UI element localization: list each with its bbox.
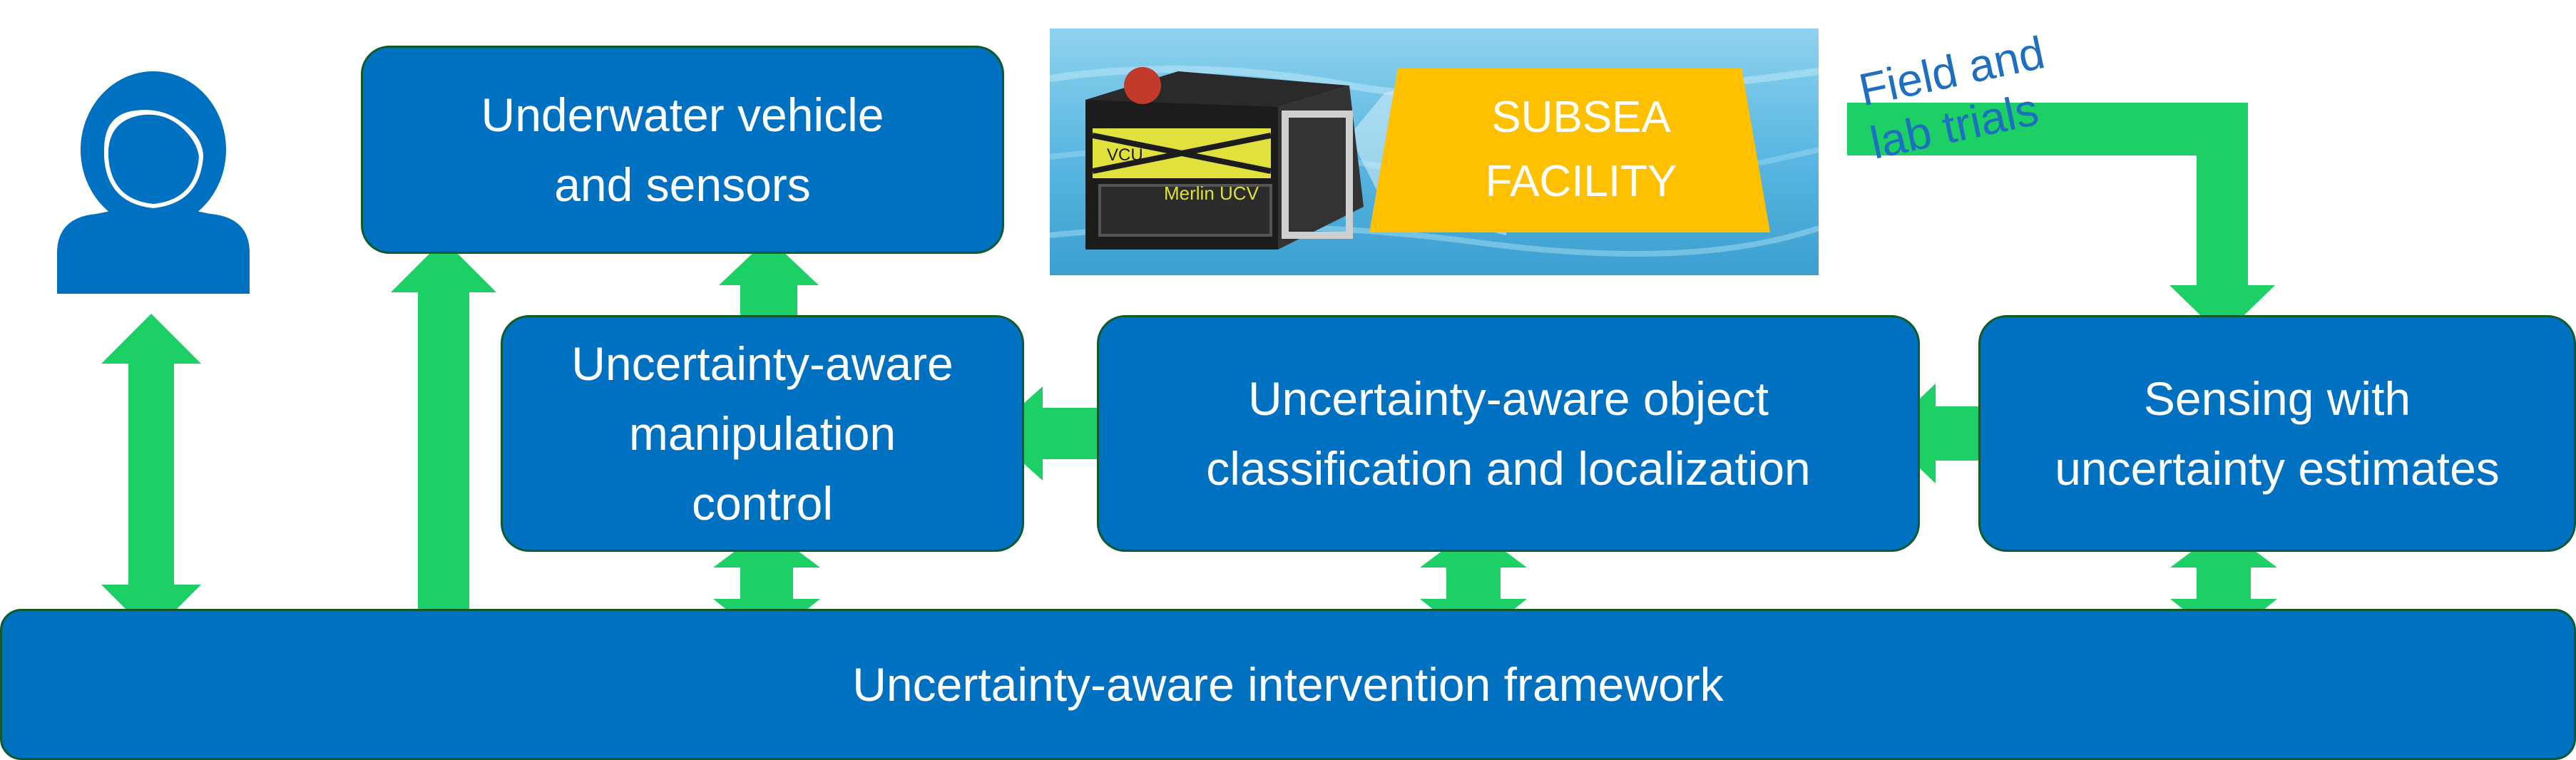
sensing-label: Sensing with uncertainty estimates	[2055, 372, 2500, 495]
manipulation-label: Uncertainty-aware manipulation control	[571, 337, 954, 530]
rov-logo: VCU	[1107, 145, 1143, 165]
subsea-photo: Merlin UCV VCU SUBSEA FACILITY	[1050, 29, 1819, 275]
person-icon	[57, 71, 250, 294]
rov-marking: Merlin UCV	[1164, 183, 1259, 204]
framework-to-vehicle-arrow	[391, 240, 496, 645]
classification-box: Uncertainty-aware object classification …	[1097, 315, 1920, 552]
sensing-box: Sensing with uncertainty estimates	[1978, 315, 2576, 552]
manipulation-to-vehicle-arrow	[719, 238, 819, 334]
manipulation-box: Uncertainty-aware manipulation control	[501, 315, 1024, 552]
framework-label: Uncertainty-aware intervention framework	[852, 658, 1724, 711]
vehicle-box: Underwater vehicle and sensors	[361, 46, 1004, 254]
facility-label: SUBSEA FACILITY	[1485, 93, 1677, 206]
facility-shape	[1369, 68, 1770, 232]
classification-label: Uncertainty-aware object classification …	[1206, 372, 1811, 495]
vehicle-label: Underwater vehicle and sensors	[481, 88, 884, 211]
subsea-scene: Merlin UCV VCU	[1050, 29, 1819, 275]
rov-vehicle: Merlin UCV VCU	[1085, 67, 1364, 250]
framework-box: Uncertainty-aware intervention framework	[0, 609, 2576, 760]
person-framework-arrow	[101, 314, 201, 635]
trials-to-sensing-arrow	[1847, 103, 2275, 337]
